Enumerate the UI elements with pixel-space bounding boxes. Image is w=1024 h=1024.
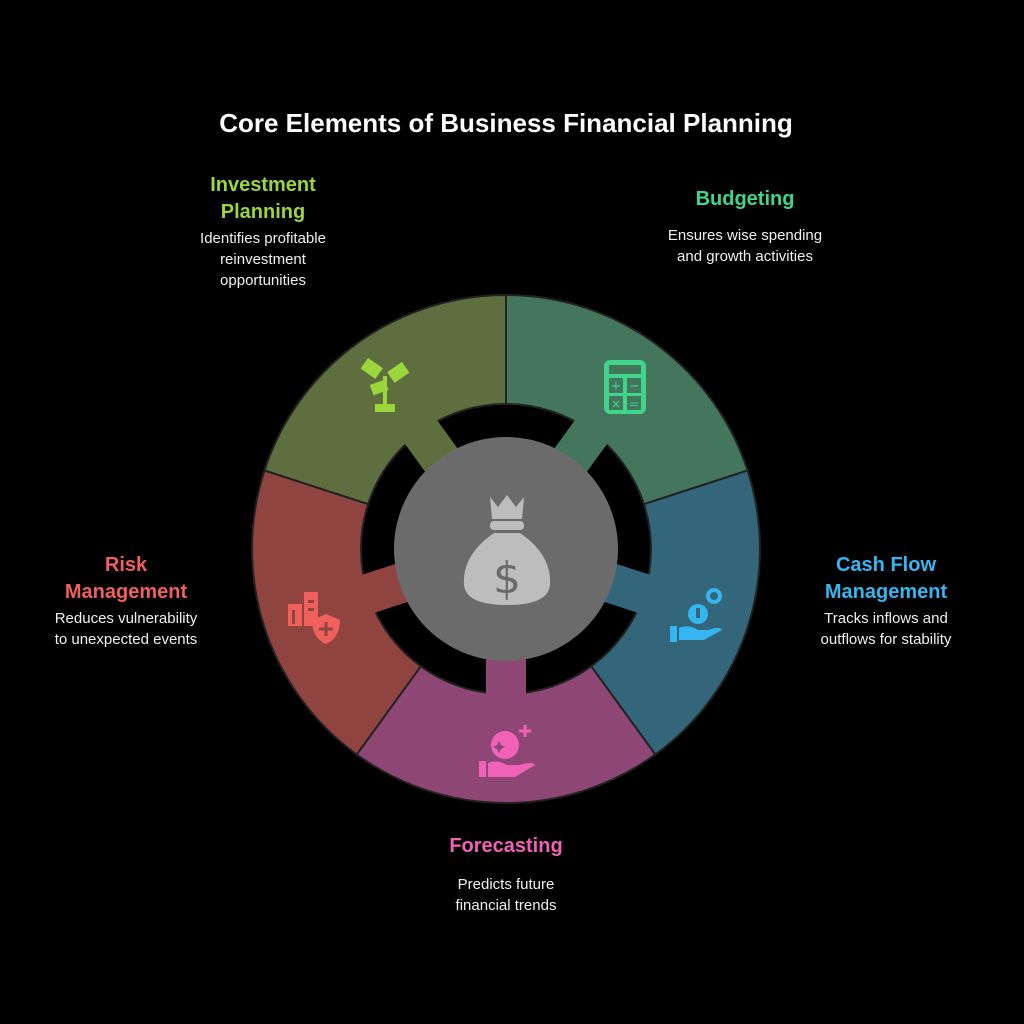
heading-line: Management bbox=[824, 581, 948, 603]
heading-line: Management bbox=[64, 581, 188, 603]
description-line: and growth activities bbox=[677, 248, 813, 265]
label-investment-planning: Investment Planning Identifies profitabl… bbox=[143, 172, 383, 291]
svg-text:−: − bbox=[629, 379, 640, 394]
hand-crystal-ball-icon bbox=[479, 725, 535, 777]
svg-text:$: $ bbox=[493, 553, 521, 604]
svg-text:+: + bbox=[611, 379, 622, 394]
heading-line: Cash Flow bbox=[835, 554, 936, 576]
hand-coins-icon bbox=[670, 588, 722, 642]
svg-text:×: × bbox=[611, 397, 621, 411]
money-plant-icon bbox=[360, 357, 410, 412]
heading-line: Planning bbox=[220, 201, 306, 223]
label-risk-management: Risk Management Reduces vulnerability to… bbox=[6, 552, 246, 650]
segment-cashflow bbox=[589, 469, 761, 756]
heading-line: Forecasting bbox=[449, 835, 563, 857]
svg-text:=: = bbox=[629, 397, 639, 411]
description-line: outflows for stability bbox=[820, 631, 952, 648]
description-line: Reduces vulnerability bbox=[54, 610, 198, 627]
description-line: Ensures wise spending bbox=[667, 227, 823, 244]
segment-risk bbox=[251, 469, 423, 756]
page-title: Core Elements of Business Financial Plan… bbox=[219, 108, 793, 138]
heading-line: Investment bbox=[210, 174, 316, 196]
description-line: Tracks inflows and bbox=[824, 610, 948, 627]
segment-tab-forecasting bbox=[486, 649, 526, 698]
money-bag-icon: $ bbox=[463, 495, 551, 605]
description-line: opportunities bbox=[220, 272, 306, 289]
heading-line: Risk bbox=[104, 554, 148, 576]
description-line: financial trends bbox=[455, 897, 557, 914]
label-forecasting: Forecasting Predicts future financial tr… bbox=[386, 833, 626, 916]
description-line: to unexpected events bbox=[54, 631, 198, 648]
heading-line: Budgeting bbox=[695, 188, 795, 210]
description-line: Predicts future bbox=[457, 876, 555, 893]
description-line: Identifies profitable bbox=[200, 230, 326, 247]
label-budgeting: Budgeting Ensures wise spending and grow… bbox=[625, 186, 865, 267]
building-shield-icon bbox=[288, 592, 340, 644]
label-cash-flow-management: Cash Flow Management Tracks inflows and … bbox=[766, 552, 1006, 650]
calculator-icon: + − × = bbox=[604, 360, 646, 414]
description-line: reinvestment bbox=[220, 251, 306, 268]
